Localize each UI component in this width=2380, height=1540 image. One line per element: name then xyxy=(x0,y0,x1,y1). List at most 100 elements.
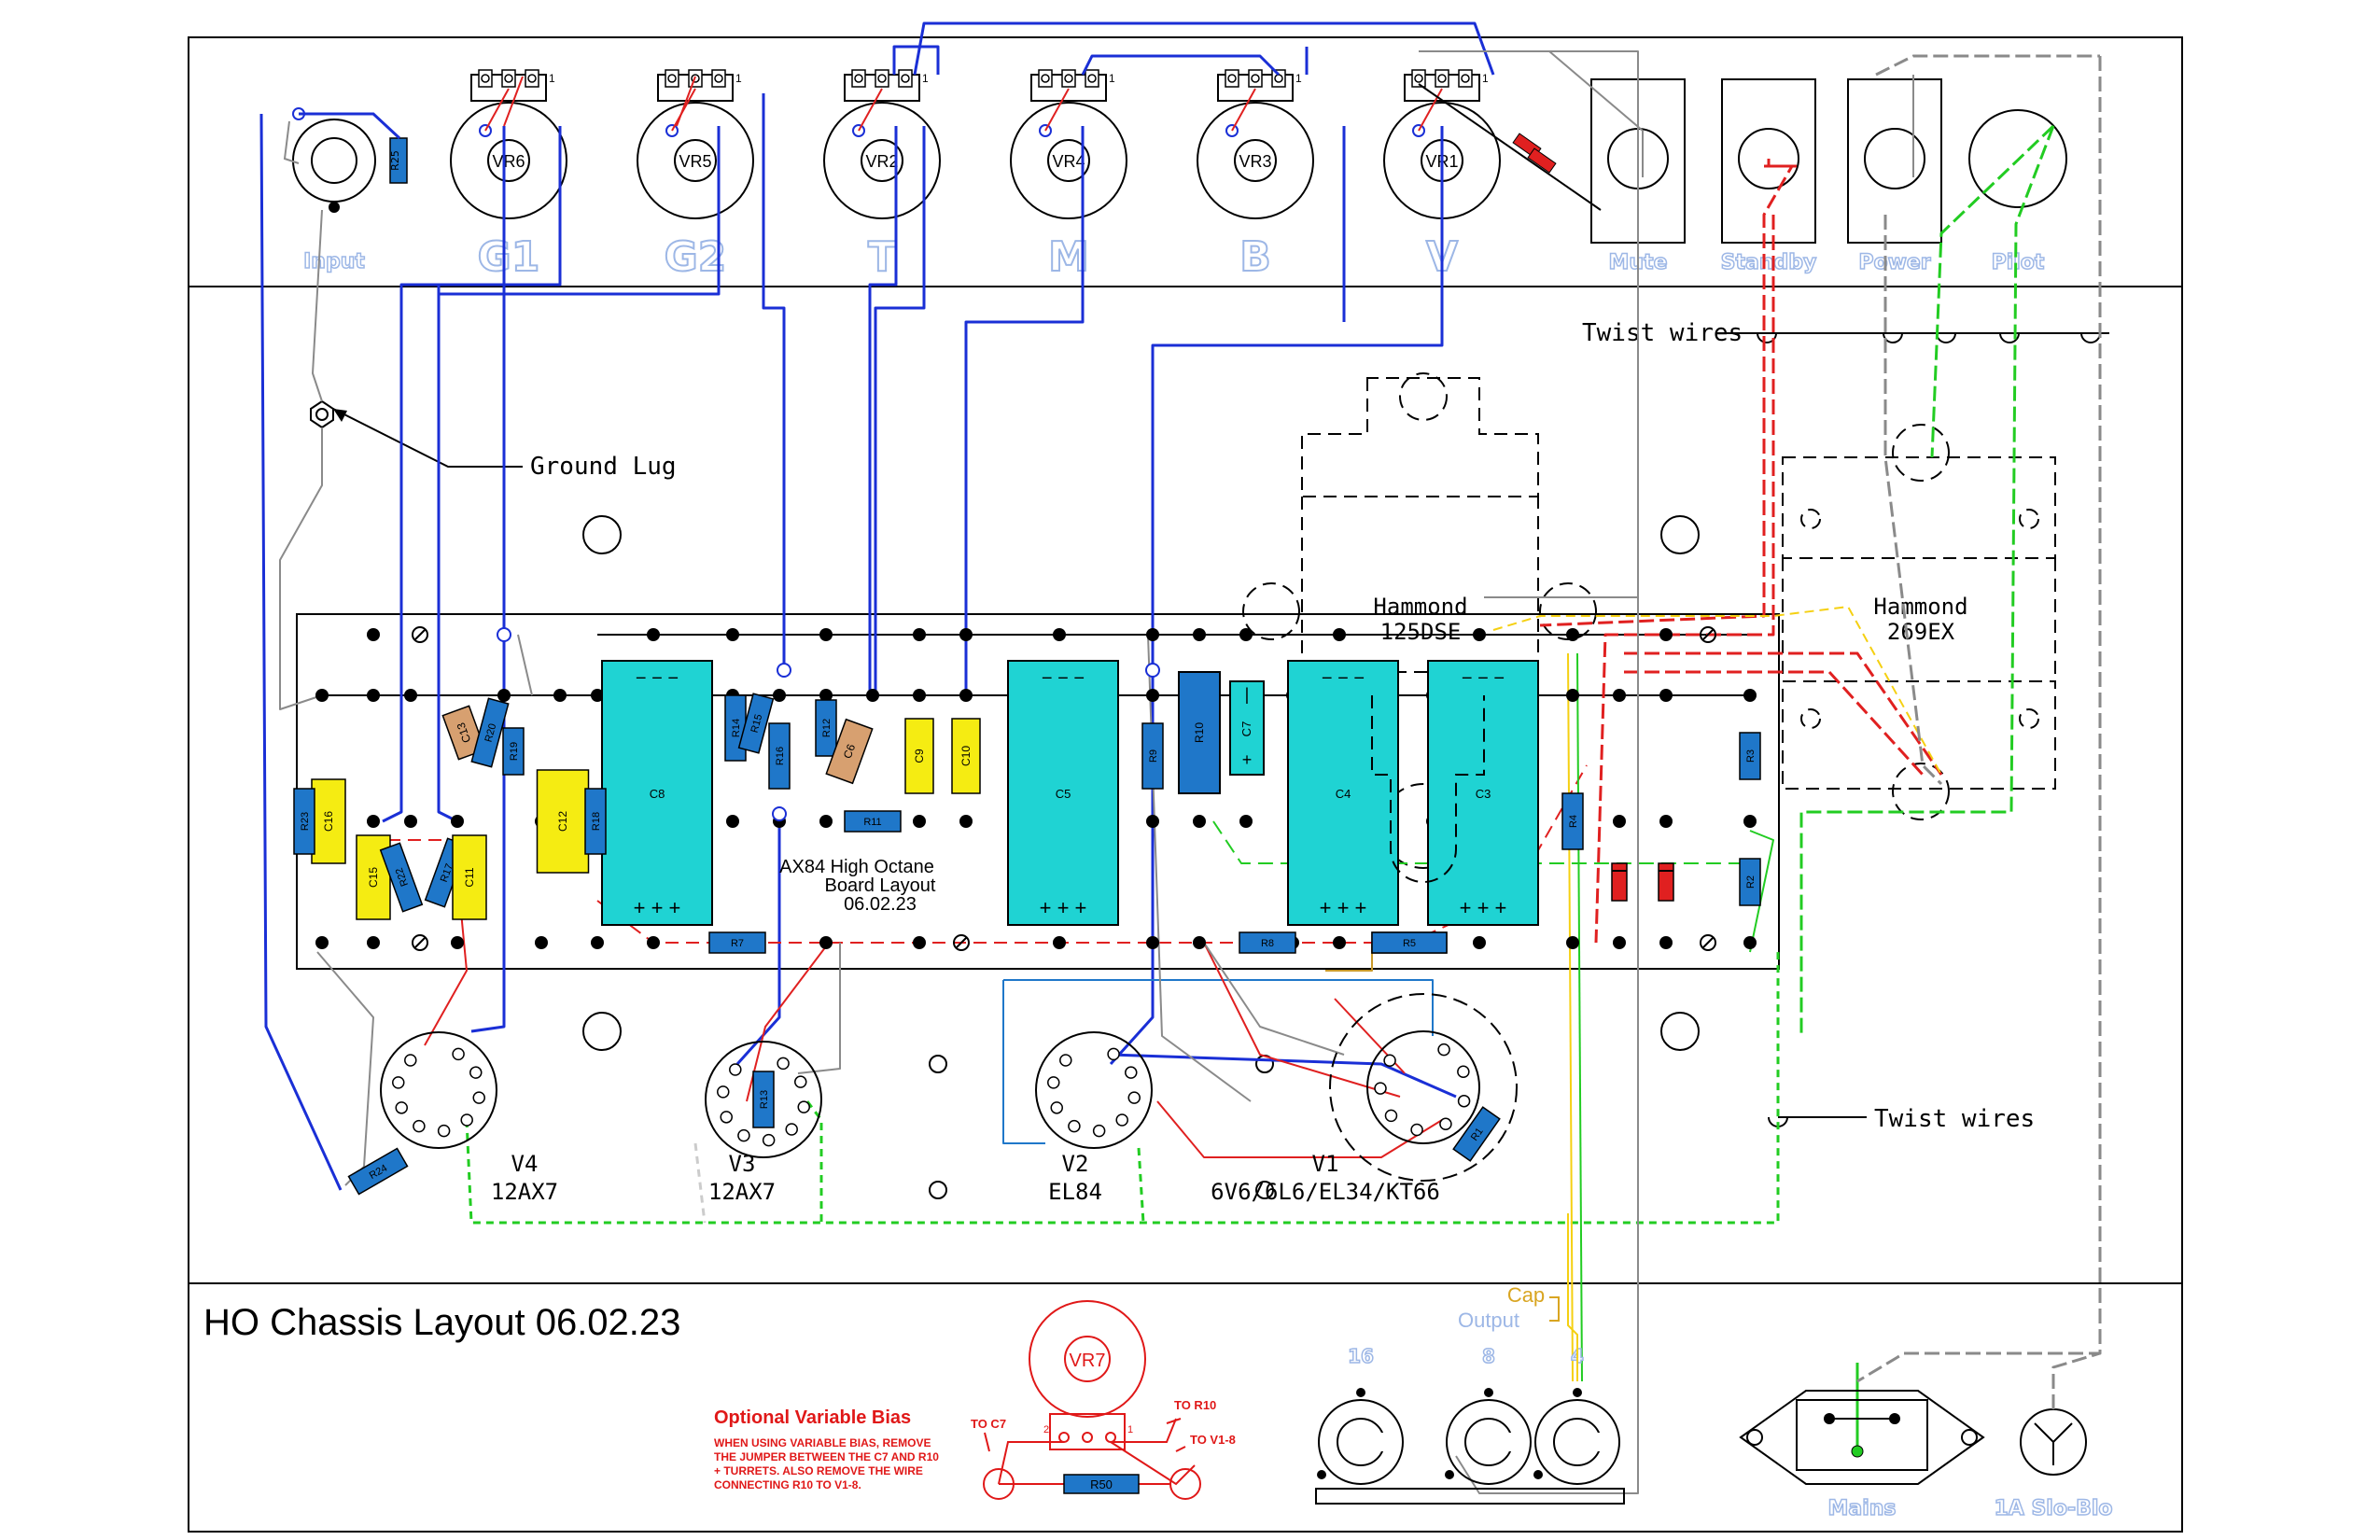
fuse-holder[interactable] xyxy=(2020,1351,2101,1476)
resistor-r13: R13 xyxy=(752,1071,775,1128)
output-cap-label: Cap xyxy=(1507,1283,1545,1307)
pot-id-label: VR6 xyxy=(492,152,525,171)
turret xyxy=(451,936,464,949)
wire-pickup xyxy=(772,806,787,821)
speaker-jack-label: 8 xyxy=(1482,1345,1495,1367)
turret xyxy=(959,628,973,641)
turret xyxy=(367,689,380,702)
turret xyxy=(1333,628,1346,641)
resistor-r50 xyxy=(1063,1474,1140,1494)
turret xyxy=(367,815,380,828)
resistor-r2: R2 xyxy=(1739,858,1761,906)
resistor-label: R23 xyxy=(300,812,311,831)
input-label: Input xyxy=(303,250,365,273)
turret xyxy=(1743,815,1757,828)
tube-pin xyxy=(1107,1047,1120,1061)
tube-pin xyxy=(737,1128,750,1142)
tube-pin xyxy=(1374,1082,1387,1095)
cap-plus-label: + + + xyxy=(1460,896,1507,919)
turret xyxy=(819,689,833,702)
vr7-label: VR7 xyxy=(1070,1351,1106,1371)
turret xyxy=(866,689,879,702)
bias-pin-a: 2 xyxy=(1043,1424,1049,1435)
cap-minus-label: − − − xyxy=(636,668,679,689)
turret xyxy=(1473,936,1486,949)
turret xyxy=(1743,936,1757,949)
tube-pin xyxy=(1457,1065,1470,1079)
resistor-label: R3 xyxy=(1745,749,1757,763)
cap-plus-label: + + + xyxy=(1040,896,1087,919)
turret xyxy=(1566,689,1579,702)
turret xyxy=(1659,936,1673,949)
cap-label: C7 xyxy=(1239,721,1253,737)
cap-minus-label: − − − xyxy=(1462,668,1505,689)
resistor-r10-body xyxy=(1178,671,1221,794)
resistor-label: R11 xyxy=(863,817,881,828)
turret xyxy=(1659,628,1673,641)
bias-pin-b: 1 xyxy=(1127,1424,1133,1435)
resistor-r24: R24 xyxy=(347,1147,409,1196)
cap-label: C16 xyxy=(322,811,335,832)
resistor-r1: R1 xyxy=(1452,1106,1501,1162)
tube-pin xyxy=(413,1119,426,1133)
r50-label: R50 xyxy=(1090,1477,1113,1491)
turret xyxy=(913,689,926,702)
bias-note-1: WHEN USING VARIABLE BIAS, REMOVE xyxy=(714,1436,931,1449)
turret xyxy=(1566,628,1579,641)
switch-power[interactable]: Power xyxy=(1847,78,1942,275)
tube-pin xyxy=(1457,1094,1471,1108)
mains-inlet[interactable] xyxy=(1739,1390,1985,1485)
cap-minus-label: − − − xyxy=(1042,668,1085,689)
pot-control-label: T xyxy=(868,233,896,281)
switch-standby[interactable]: Standby xyxy=(1720,78,1817,275)
tube-id-label: V2 xyxy=(1062,1151,1089,1177)
speaker-jack-4[interactable]: 4 xyxy=(1533,1344,1620,1485)
cap-label: C6 xyxy=(841,742,859,761)
resistor-label: R19 xyxy=(509,742,520,761)
turret xyxy=(404,815,417,828)
pot-control-label: G2 xyxy=(665,233,727,281)
input-jack[interactable]: R25 xyxy=(283,107,408,213)
tube-pin xyxy=(1047,1076,1060,1089)
resistor-r9: R9 xyxy=(1141,722,1164,790)
resistor-label: R14 xyxy=(731,719,742,737)
turret xyxy=(315,936,329,949)
tube-pin xyxy=(1410,1123,1423,1137)
switch-pilot[interactable]: Pilot xyxy=(1968,109,2067,275)
speaker-jack-8[interactable]: 8 xyxy=(1445,1344,1532,1485)
tube-type-label: EL84 xyxy=(1048,1179,1102,1205)
resistor-r12: R12 xyxy=(815,699,837,757)
cap-c7: C7+| xyxy=(1229,680,1265,776)
turret xyxy=(647,936,660,949)
turret xyxy=(726,628,739,641)
speaker-jack-16[interactable]: 16 xyxy=(1317,1344,1404,1485)
turret xyxy=(819,815,833,828)
tube-pin xyxy=(1050,1101,1063,1114)
twist-wires-bottom: Twist wires xyxy=(1768,1105,2035,1133)
pot-id-label: VR5 xyxy=(679,152,711,171)
cap-label: C4 xyxy=(1336,787,1351,801)
turret xyxy=(1613,815,1626,828)
turret xyxy=(1613,936,1626,949)
tube-pin xyxy=(392,1076,405,1089)
pt-label-1: Hammond xyxy=(1873,594,1967,620)
tube-pin xyxy=(1068,1119,1081,1133)
tube-pin xyxy=(717,1085,730,1099)
pot-id-label: VR2 xyxy=(865,152,898,171)
turret xyxy=(1239,815,1253,828)
turret xyxy=(591,689,604,702)
tube-pin xyxy=(472,1091,485,1104)
tube-pin xyxy=(437,1124,451,1138)
c7-minus-label: | xyxy=(1245,685,1250,704)
turret xyxy=(819,628,833,641)
turret xyxy=(1146,815,1159,828)
filter-cap-c4: C4− − −+ + + xyxy=(1287,660,1399,926)
page-title: HO Chassis Layout 06.02.23 xyxy=(203,1302,680,1343)
